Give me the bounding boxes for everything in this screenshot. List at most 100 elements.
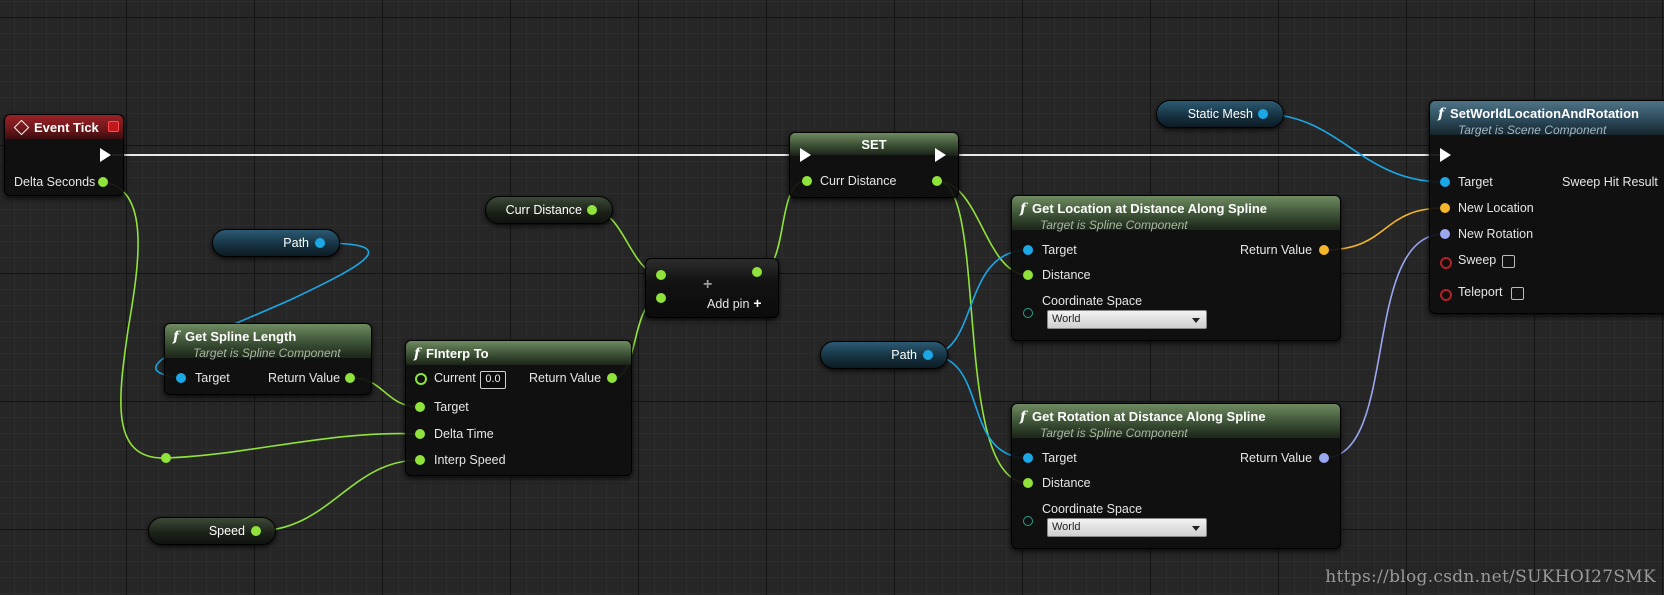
- pin-label-coordinate-space: Coordinate Space: [1042, 294, 1143, 308]
- pin-label-return-value: Return Value: [268, 371, 341, 385]
- add-node[interactable]: [645, 258, 779, 318]
- pin-label-teleport: Teleport: [1458, 285, 1503, 299]
- add-pin-icon: +: [753, 295, 762, 311]
- node-header: SET: [790, 133, 958, 155]
- pin-label-current: Current: [434, 371, 476, 385]
- pin-label-sweep: Sweep: [1458, 253, 1497, 267]
- sweep-checkbox[interactable]: [1502, 255, 1515, 268]
- delta-time-pin[interactable]: [415, 429, 425, 439]
- target-pin[interactable]: [415, 402, 425, 412]
- distance-pin[interactable]: [1023, 270, 1033, 280]
- node-title: Event Tick: [34, 120, 99, 135]
- curr-distance-in-pin[interactable]: [802, 176, 812, 186]
- path-out-pin[interactable]: [315, 238, 325, 248]
- coordinate-space-pin[interactable]: [1023, 516, 1033, 526]
- node-subtitle: Target is Scene Component: [1458, 123, 1607, 137]
- watermark: https://blog.csdn.net/SUKHOI27SMK: [1325, 567, 1656, 587]
- node-header: f Get Rotation at Distance Along Spline T…: [1012, 404, 1340, 440]
- chevron-down-icon: [1192, 318, 1200, 323]
- pin-label-delta-seconds: Delta Seconds: [14, 175, 96, 189]
- target-pin[interactable]: [1440, 177, 1450, 187]
- add-input-a-pin[interactable]: [656, 270, 666, 280]
- reroute-node[interactable]: [161, 453, 171, 463]
- pin-label-curr-distance: Curr Distance: [820, 174, 897, 188]
- node-title: Get Rotation at Distance Along Spline: [1032, 409, 1266, 424]
- pin-label-delta-time: Delta Time: [434, 427, 494, 441]
- pin-label-target: Target: [195, 371, 230, 385]
- float-wire: [103, 181, 167, 459]
- curr-distance-out-pin[interactable]: [587, 205, 597, 215]
- variable-label: Path: [283, 236, 309, 250]
- current-value-input[interactable]: 0.0: [480, 371, 506, 389]
- teleport-checkbox[interactable]: [1511, 287, 1524, 300]
- node-title: Get Spline Length: [185, 329, 297, 344]
- target-pin[interactable]: [176, 373, 186, 383]
- chevron-down-icon: [1192, 526, 1200, 531]
- node-title: SetWorldLocationAndRotation: [1450, 106, 1639, 121]
- exec-in-pin[interactable]: [800, 148, 811, 162]
- exec-out-pin[interactable]: [935, 148, 946, 162]
- variable-label: Speed: [208, 524, 245, 538]
- function-icon: f: [1438, 106, 1445, 122]
- variable-label: Static Mesh: [1187, 107, 1253, 121]
- node-subtitle: Target is Spline Component: [1040, 426, 1188, 440]
- distance-pin[interactable]: [1023, 478, 1033, 488]
- node-title: Get Location at Distance Along Spline: [1032, 201, 1268, 216]
- exec-in-pin[interactable]: [1440, 148, 1451, 162]
- set-world-location-and-rotation-node[interactable]: f SetWorldLocationAndRotation Target is S…: [1429, 100, 1664, 314]
- event-tick-header: Event Tick: [5, 115, 123, 139]
- pin-label-return-value: Return Value: [529, 371, 602, 385]
- pin-label-coordinate-space: Coordinate Space: [1042, 502, 1143, 516]
- path-out-pin[interactable]: [923, 350, 933, 360]
- dropdown-value: World: [1052, 521, 1081, 533]
- new-rotation-pin[interactable]: [1440, 229, 1450, 239]
- add-output-pin[interactable]: [752, 267, 762, 277]
- current-pin[interactable]: [415, 373, 427, 385]
- delta-seconds-pin[interactable]: [98, 177, 108, 187]
- object-wire: [1261, 113, 1445, 183]
- function-icon: f: [1020, 201, 1027, 217]
- node-subtitle: Target is Spline Component: [193, 346, 341, 360]
- pin-label-distance: Distance: [1042, 476, 1091, 490]
- return-value-pin[interactable]: [1319, 453, 1329, 463]
- static-mesh-out-pin[interactable]: [1258, 109, 1268, 119]
- pin-label-sweep-hit-result: Sweep Hit Result: [1562, 175, 1658, 189]
- function-icon: f: [1020, 409, 1027, 425]
- return-value-pin[interactable]: [1319, 245, 1329, 255]
- node-header: f SetWorldLocationAndRotation Target is S…: [1430, 101, 1664, 137]
- new-location-pin[interactable]: [1440, 203, 1450, 213]
- pin-label-distance: Distance: [1042, 268, 1091, 282]
- coordinate-space-dropdown[interactable]: World: [1047, 518, 1207, 537]
- interp-speed-pin[interactable]: [415, 455, 425, 465]
- function-icon: f: [414, 346, 421, 362]
- pin-label-target: Target: [1458, 175, 1493, 189]
- add-pin-button[interactable]: Add pin+: [707, 295, 762, 312]
- target-pin[interactable]: [1023, 245, 1033, 255]
- add-pin-label: Add pin: [707, 297, 750, 311]
- sweep-pin[interactable]: [1440, 257, 1452, 269]
- node-title: FInterp To: [426, 346, 489, 361]
- pin-label-new-rotation: New Rotation: [1458, 227, 1534, 241]
- speed-out-pin[interactable]: [251, 526, 261, 536]
- exec-out-pin[interactable]: [100, 148, 111, 162]
- target-pin[interactable]: [1023, 453, 1033, 463]
- add-input-b-pin[interactable]: [656, 293, 666, 303]
- curr-distance-out-pin[interactable]: [932, 176, 942, 186]
- coordinate-space-dropdown[interactable]: World: [1047, 310, 1207, 329]
- set-node[interactable]: SET: [789, 132, 959, 198]
- finterp-to-node[interactable]: f FInterp To: [405, 340, 632, 476]
- return-value-pin[interactable]: [607, 373, 617, 383]
- event-diamond-icon: [13, 119, 30, 136]
- return-value-pin[interactable]: [345, 373, 355, 383]
- pin-label-interp-speed: Interp Speed: [434, 453, 506, 467]
- pin-label-new-location: New Location: [1458, 201, 1534, 215]
- float-wire: [255, 459, 421, 532]
- coordinate-space-pin[interactable]: [1023, 308, 1033, 318]
- teleport-pin[interactable]: [1440, 289, 1452, 301]
- variable-label: Curr Distance: [505, 203, 582, 217]
- pin-label-target: Target: [1042, 243, 1077, 257]
